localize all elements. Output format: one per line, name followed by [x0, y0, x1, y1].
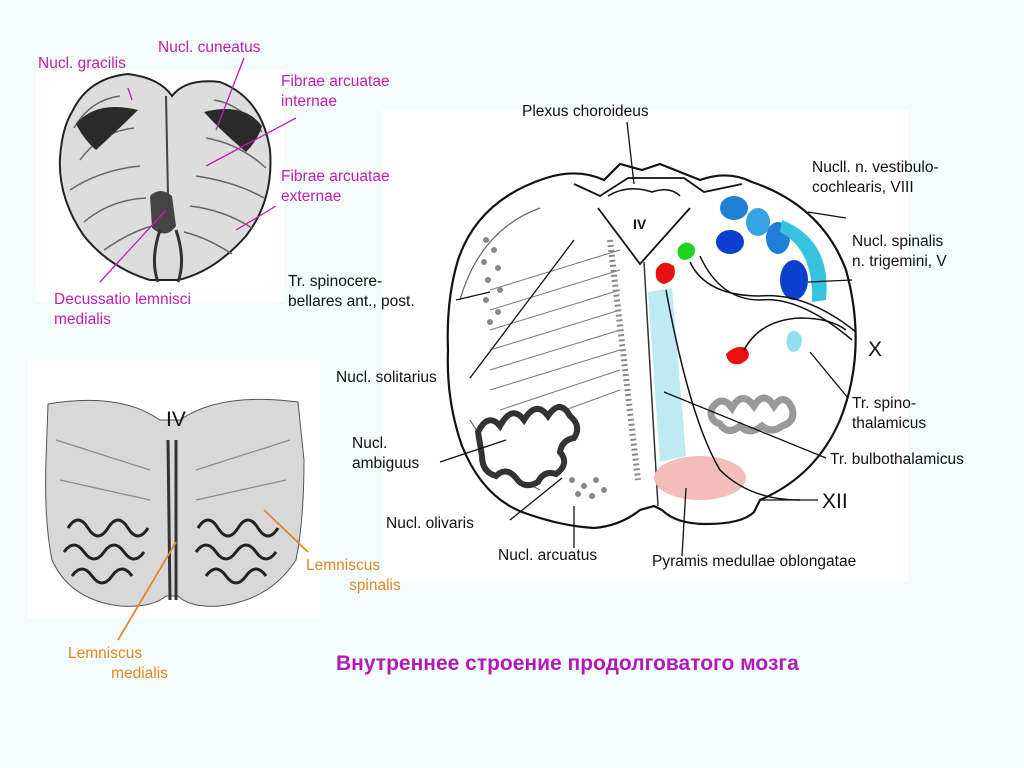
label-nucl-olivaris: Nucl. olivaris [386, 515, 474, 532]
label-pyramis-medullae-oblongatae: Pyramis medullae oblongatae [652, 553, 857, 570]
label-nucl-arcuatus: Nucl. arcuatus [498, 547, 598, 564]
label-fibrae-arcuatae-externae: Fibrae arcuatae externae [281, 168, 390, 205]
bottom-section-image [45, 398, 305, 607]
label-nucll-vestibulocochlearis: Nucll. n. vestibulo- cochlearis, VIII [812, 159, 939, 196]
label-nucl-ambiguus: Nucl. ambiguus [352, 435, 420, 472]
left-lateral-hatching [489, 239, 641, 481]
label-decussatio-lemnisci-medialis: Decussatio lemnisci medialis [54, 291, 191, 328]
label-lemniscus-medialis: Lemniscus medialis [68, 645, 168, 682]
nucl-olivaris-right [707, 394, 797, 435]
spinothalamic-spot [786, 330, 802, 352]
label-fibrae-arcuatae-internae: Fibrae arcuatae internae [281, 73, 390, 110]
label-tr-bulbothalamicus: Tr. bulbothalamicus [830, 451, 964, 468]
dotted-areas [481, 237, 607, 499]
label-nerve-xii: XII [822, 490, 848, 513]
top-section-image [58, 72, 272, 283]
hypoglossal-nucleus [655, 262, 675, 284]
nerve-fibers [665, 255, 857, 501]
label-nucl-cuneatus: Nucl. cuneatus [158, 39, 261, 56]
label-lemniscus-spinalis: Lemniscus spinalis [306, 557, 401, 594]
slide-title: Внутреннее строение продолговатого мозга [336, 652, 799, 675]
label-plexus-choroideus: Plexus choroideus [522, 103, 649, 120]
label-nucl-spinalis-trigemini: Nucl. spinalis n. trigemini, V [852, 233, 947, 270]
label-ventricle-diagram: IV [633, 216, 647, 232]
dorsal-vagal-nucleus [677, 242, 695, 260]
label-ventricle-photo: IV [166, 408, 186, 431]
nucl-olivaris-left [474, 404, 581, 489]
label-tr-spinothalamicus: Tr. spino- thalamicus [852, 395, 927, 432]
label-nucl-gracilis: Nucl. gracilis [38, 55, 126, 72]
label-nerve-x: X [868, 338, 883, 361]
nucl-ambiguus-red [726, 346, 749, 365]
lemniscus-medialis-band [648, 288, 686, 462]
pyramis [654, 456, 746, 500]
leader-lines [99, 57, 853, 641]
label-tr-spinocerebellares: Tr. spinocere- bellares ant., post. [288, 273, 415, 310]
label-nucl-solitarius: Nucl. solitarius [336, 369, 437, 386]
